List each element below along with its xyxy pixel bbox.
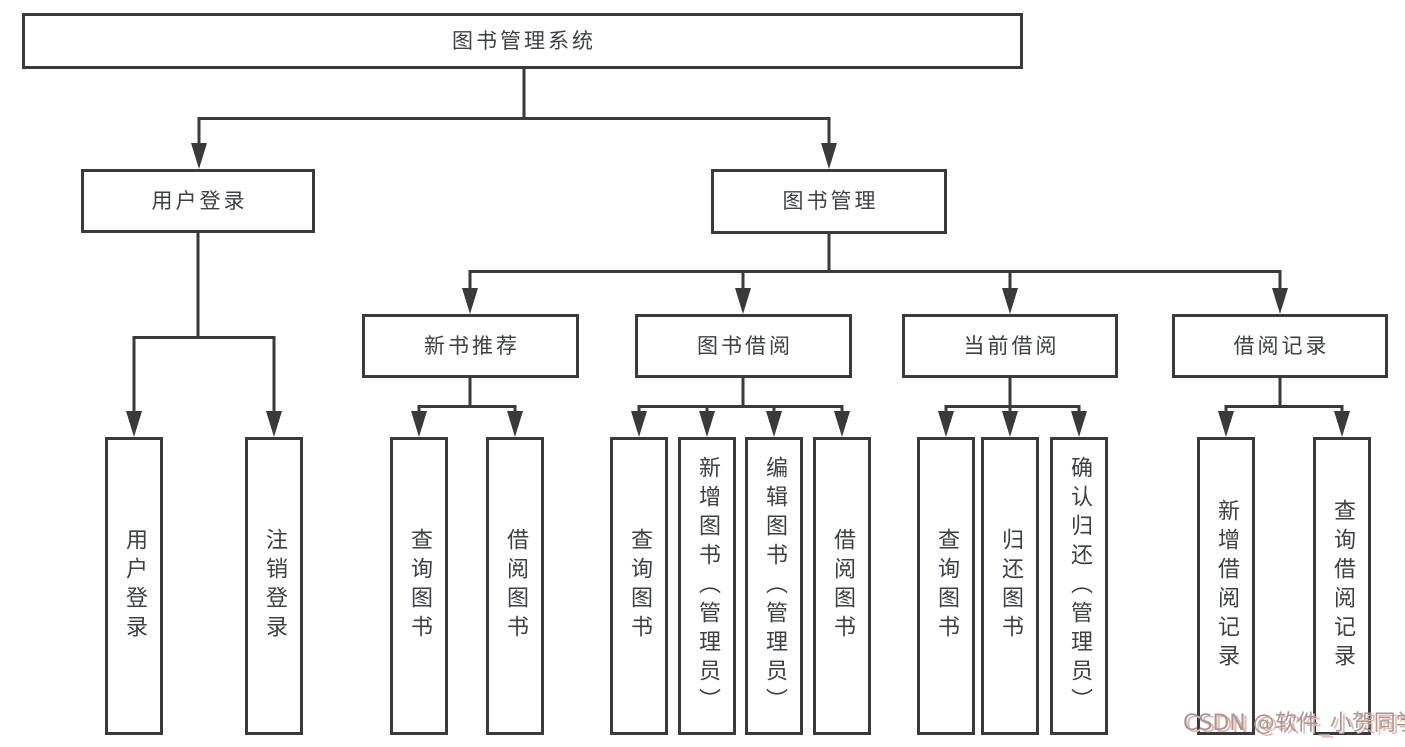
node-root-label: 图书管理系统 <box>452 28 596 53</box>
node-leaf-add-book-admin: 新增图书（管理员） <box>678 437 736 735</box>
node-leaf-query-book-borrow: 查询图书 <box>610 437 668 735</box>
node-current-borrowing-label: 当前借阅 <box>963 333 1060 358</box>
node-user-login: 用户登录 <box>81 169 315 233</box>
node-leaf-borrow-book-recommend-label: 借阅图书 <box>503 528 528 644</box>
node-leaf-add-book-admin-label: 新增图书（管理员） <box>695 455 720 717</box>
node-leaf-confirm-return-admin: 确认归还（管理员） <box>1050 437 1108 735</box>
node-leaf-query-borrow-record-label: 查询借阅记录 <box>1330 499 1355 673</box>
node-new-book-recommend: 新书推荐 <box>362 314 579 378</box>
node-leaf-query-book-recommend-label: 查询图书 <box>407 528 432 644</box>
node-leaf-query-book-current-label: 查询图书 <box>934 528 959 644</box>
node-current-borrowing: 当前借阅 <box>902 314 1118 378</box>
node-leaf-return-book: 归还图书 <box>981 437 1039 735</box>
node-borrowing-records-label: 借阅记录 <box>1233 333 1330 358</box>
node-leaf-query-borrow-record: 查询借阅记录 <box>1313 437 1371 735</box>
csdn-watermark: CSDN @软件_小贺同学 <box>1183 711 1405 736</box>
node-leaf-logout: 注销登录 <box>245 437 303 735</box>
node-leaf-query-book-current: 查询图书 <box>917 437 975 735</box>
node-leaf-logout-label: 注销登录 <box>262 528 287 644</box>
node-book-management: 图书管理 <box>711 169 947 234</box>
node-new-book-recommend-label: 新书推荐 <box>424 333 520 358</box>
node-book-management-label: 图书管理 <box>782 189 879 213</box>
node-book-borrowing-label: 图书借阅 <box>697 333 793 358</box>
node-leaf-borrow-book-label: 借阅图书 <box>830 528 855 644</box>
node-user-login-label: 用户登录 <box>151 188 248 213</box>
node-leaf-return-book-label: 归还图书 <box>998 528 1023 644</box>
node-book-borrowing: 图书借阅 <box>635 314 852 378</box>
node-leaf-borrow-book-recommend: 借阅图书 <box>486 437 544 735</box>
node-leaf-add-borrow-record-label: 新增借阅记录 <box>1214 499 1239 673</box>
node-leaf-edit-book-admin: 编辑图书（管理员） <box>745 437 803 735</box>
node-leaf-user-login-label: 用户登录 <box>122 528 147 644</box>
node-leaf-add-borrow-record: 新增借阅记录 <box>1197 437 1255 735</box>
node-leaf-borrow-book: 借阅图书 <box>813 437 871 735</box>
node-leaf-query-book-borrow-label: 查询图书 <box>627 528 652 644</box>
node-leaf-edit-book-admin-label: 编辑图书（管理员） <box>762 455 787 717</box>
node-root: 图书管理系统 <box>22 13 1023 69</box>
node-leaf-confirm-return-admin-label: 确认归还（管理员） <box>1067 455 1092 717</box>
node-leaf-query-book-recommend: 查询图书 <box>390 437 448 735</box>
node-borrowing-records: 借阅记录 <box>1172 314 1388 378</box>
node-leaf-user-login: 用户登录 <box>105 437 163 735</box>
